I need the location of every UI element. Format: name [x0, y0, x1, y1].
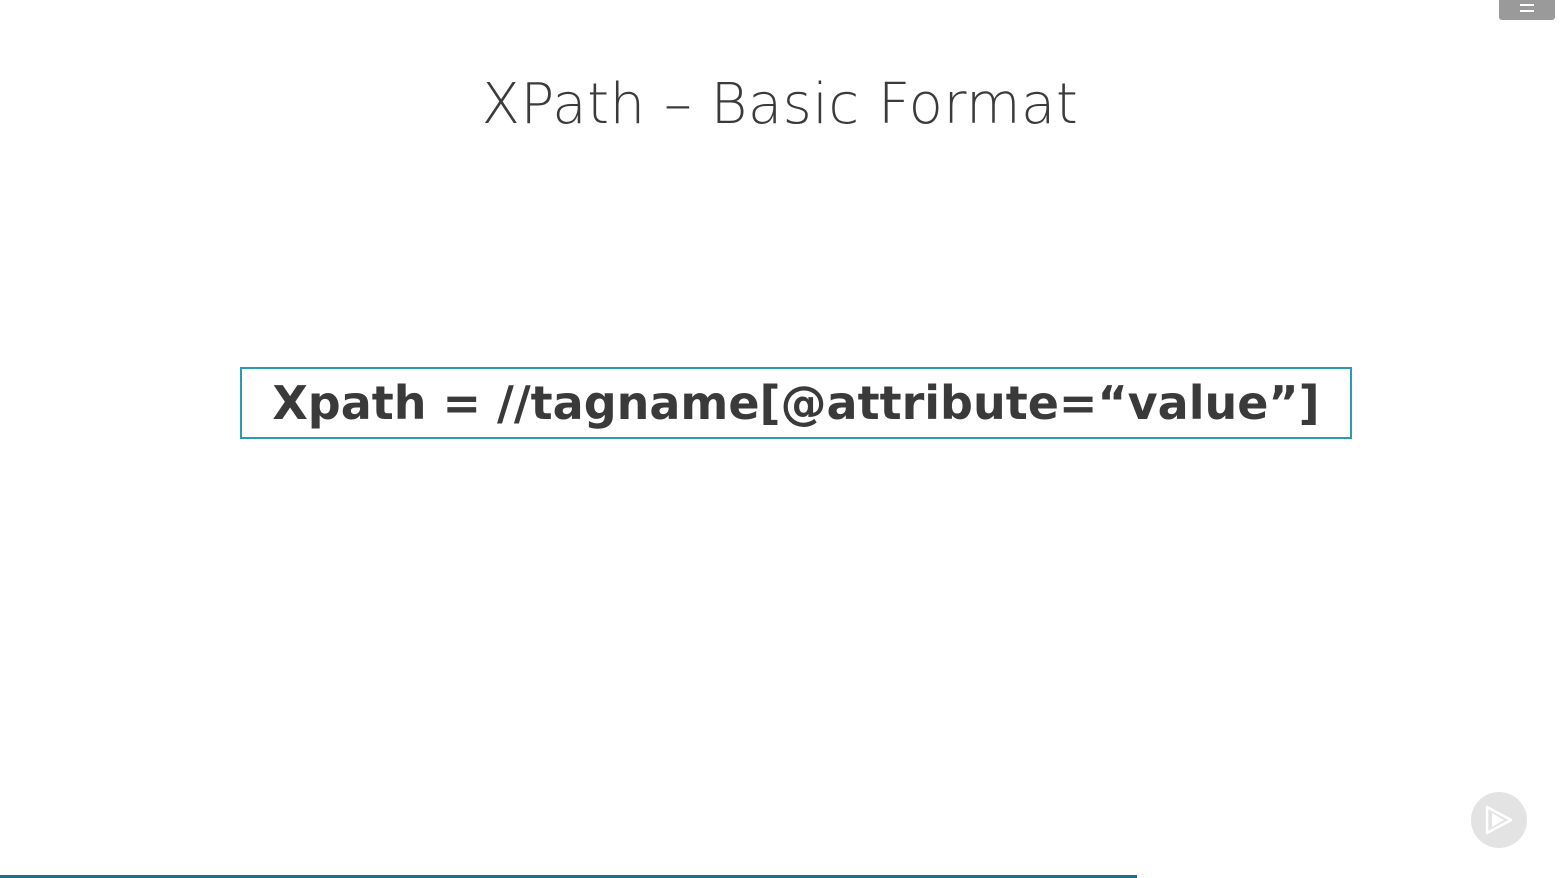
menu-button[interactable]: [1499, 0, 1555, 20]
slide-title: XPath – Basic Format: [481, 72, 1079, 137]
formula-box: Xpath = //tagname[@attribute=“value”]: [240, 367, 1352, 439]
progress-bar[interactable]: [0, 875, 1560, 878]
play-button[interactable]: [1471, 792, 1527, 848]
xpath-formula: Xpath = //tagname[@attribute=“value”]: [272, 376, 1320, 430]
pluralsight-play-icon: [1485, 805, 1513, 835]
hamburger-menu-icon-bar: [1520, 10, 1534, 12]
progress-fill: [0, 875, 1138, 878]
hamburger-menu-icon: [1520, 4, 1534, 6]
